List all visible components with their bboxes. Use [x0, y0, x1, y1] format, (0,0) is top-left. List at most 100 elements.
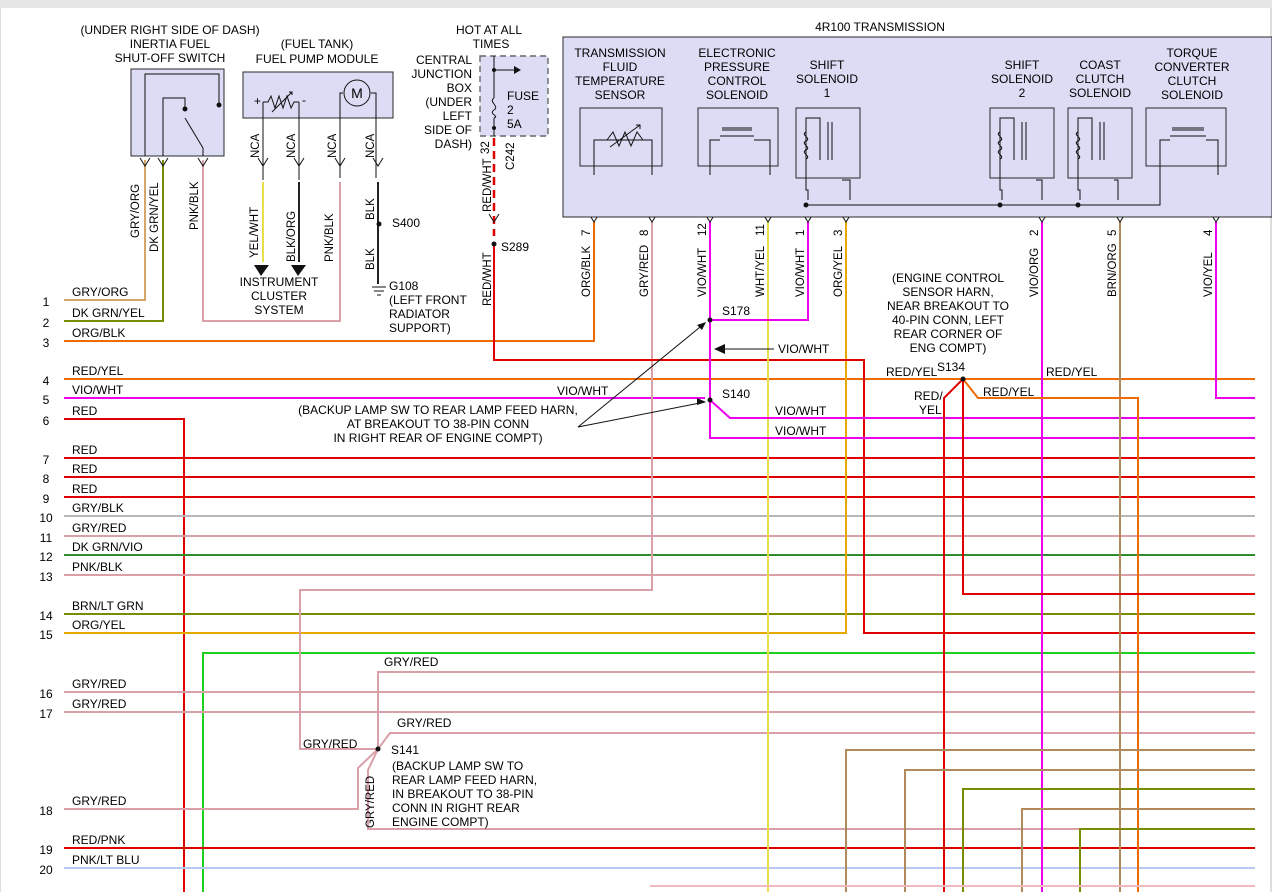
transmission-title: 4R100 TRANSMISSION — [815, 20, 945, 34]
row-number: 1 — [43, 295, 50, 309]
connector-pin-mark — [157, 157, 169, 167]
s141-label: S141 — [391, 743, 419, 757]
trans-pin-number: 4 — [1203, 229, 1215, 236]
wire-brown-bus-2 — [904, 769, 1255, 892]
row5-vio-wht-label: VIO/WHT — [557, 384, 609, 398]
row-number: 13 — [39, 570, 53, 584]
trans-pin-wire-label: ORG/YEL — [833, 245, 845, 297]
trans-pin-wire-label: VIO/WHT — [697, 248, 709, 297]
wire-vio-wht-s178-down — [709, 320, 1255, 439]
trans-pin-number: 2 — [1029, 230, 1041, 236]
row-wire-label: PNK/LT BLU — [72, 853, 140, 867]
transmission-4r100: 4R100 TRANSMISSION TRANSMISSIONFLUIDTEMP… — [562, 20, 1272, 297]
component-title-line: TRANSMISSION — [574, 46, 665, 60]
cjb-line6: SIDE OF — [424, 123, 472, 137]
s178-arrow-icon — [714, 344, 725, 354]
s141-splice-dot — [375, 746, 381, 752]
ecs-note-line: REAR CORNER OF — [894, 327, 1003, 341]
row-number: 7 — [43, 453, 50, 467]
component-title-line: SHIFT — [810, 58, 845, 72]
backup-note-2-line: ENGINE COMPT) — [392, 815, 489, 829]
wires — [64, 138, 1255, 892]
row-wire-label: RED — [72, 482, 98, 496]
row-number: 18 — [39, 804, 53, 818]
switch-pivot-dot — [182, 106, 188, 112]
s134-red-yel-right: RED/YEL — [1046, 365, 1098, 379]
s134-red-slash: RED/ — [914, 389, 943, 403]
inertia-wire-label-2: DK GRN/YEL — [149, 182, 161, 252]
backup-note-1-line: IN RIGHT REAR OF ENGINE COMPT) — [333, 431, 542, 445]
note-leader-lines — [577, 322, 706, 428]
wire-row6-red — [64, 418, 185, 892]
hot-at-all-line2: TIMES — [473, 37, 510, 51]
tcc-solenoid-box — [1145, 107, 1227, 167]
backup-note-2-line: REAR LAMP FEED HARN, — [392, 773, 537, 787]
pump-wire-label-1: YEL/WHT — [249, 207, 261, 258]
s134-red-yel-branch: RED/YEL — [983, 385, 1035, 399]
fuel-pump-title: FUEL PUMP MODULE — [256, 52, 379, 66]
trans-pin-wire-label: ORG/BLK — [581, 246, 593, 297]
row-wire-label: GRY/ORG — [72, 285, 128, 299]
row-wire-label: RED/PNK — [72, 833, 125, 847]
window-top-strip — [0, 0, 1272, 8]
central-junction-box: HOT AT ALL TIMES CENTRAL JUNCTION BOX (U… — [411, 23, 549, 306]
s178-label: S178 — [722, 304, 750, 318]
c242-label: C242 — [505, 143, 517, 171]
wire-vio-yel-trans-4 — [1215, 222, 1255, 399]
row-wire-label: RED — [72, 462, 98, 476]
tft-sensor-box — [579, 107, 663, 167]
wire-olive-bus-2 — [1021, 808, 1255, 892]
component-title-line: CLUTCH — [1168, 74, 1217, 88]
g108-line1: (LEFT FRONT — [389, 293, 467, 307]
connector-pin-mark — [139, 157, 151, 167]
s141-gry-red-top: GRY/RED — [384, 655, 439, 669]
backup-note-1-line: (BACKUP LAMP SW TO REAR LAMP FEED HARN, — [298, 403, 578, 417]
s134-yel: YEL — [919, 403, 942, 417]
fuel-pump-module: (FUEL TANK) FUEL PUMP MODULE + - M NCA N… — [240, 37, 468, 335]
row-wire-label: VIO/WHT — [72, 383, 124, 397]
backup-note-2-line: (BACKUP LAMP SW TO — [392, 759, 523, 773]
row-number: 19 — [39, 843, 53, 857]
component-title-line: COAST — [1079, 58, 1121, 72]
trans-pin-number: 1 — [795, 230, 807, 236]
pump-wire-label-3: PNK/BLK — [324, 213, 336, 262]
row-wire-label: DK GRN/VIO — [72, 540, 143, 554]
wire-gry-red-s141-mid — [377, 732, 1255, 750]
s400-splice-dot — [376, 221, 382, 227]
nca-label-1: NCA — [250, 133, 262, 158]
row-wire-label: PNK/BLK — [72, 560, 123, 574]
row-wire-label: GRY/RED — [72, 521, 127, 535]
row-wire-label: ORG/YEL — [72, 618, 126, 632]
row-wire-label: DK GRN/YEL — [72, 306, 145, 320]
cjb-line7: DASH) — [435, 137, 472, 151]
trans-pin-number: 5 — [1107, 230, 1119, 236]
cjb-node-1 — [492, 68, 496, 72]
cjb-pin-number: 32 — [480, 141, 492, 154]
nca-label-4: NCA — [365, 133, 377, 158]
row-number: 3 — [43, 336, 50, 350]
fuse-amperage: 5A — [507, 117, 522, 131]
nca-label-2: NCA — [286, 133, 298, 158]
component-title-line: TORQUE — [1166, 46, 1217, 60]
wire-green-drop — [202, 652, 1255, 892]
s140-splice-dot — [707, 397, 713, 403]
cluster-label-3: SYSTEM — [254, 303, 303, 317]
wire-row2-dk-grn-yel — [64, 160, 164, 322]
cluster-label-1: INSTRUMENT — [240, 275, 319, 289]
solenoid-common-node-1 — [803, 202, 809, 208]
backup-note-2-line: IN BREAKOUT TO 38-PIN — [392, 787, 533, 801]
wire-row3-org-blk — [64, 222, 595, 342]
trans-pin-wire-label: VIO/WHT — [795, 248, 807, 297]
row-number: 17 — [39, 707, 53, 721]
s178-splice-dot — [707, 317, 713, 323]
fuel-tank-note: (FUEL TANK) — [281, 37, 353, 51]
wire-row1-gry-org — [64, 160, 146, 301]
solenoid-common-node-3 — [1075, 202, 1081, 208]
s141-gry-red-vertical: GRY/RED — [365, 776, 377, 828]
wire-pnk-blk-loop — [202, 160, 341, 322]
fuel-pump-motor-icon — [343, 79, 371, 107]
epc-solenoid-box — [697, 107, 779, 167]
cjb-wire-label-2: RED/WHT — [482, 252, 494, 306]
